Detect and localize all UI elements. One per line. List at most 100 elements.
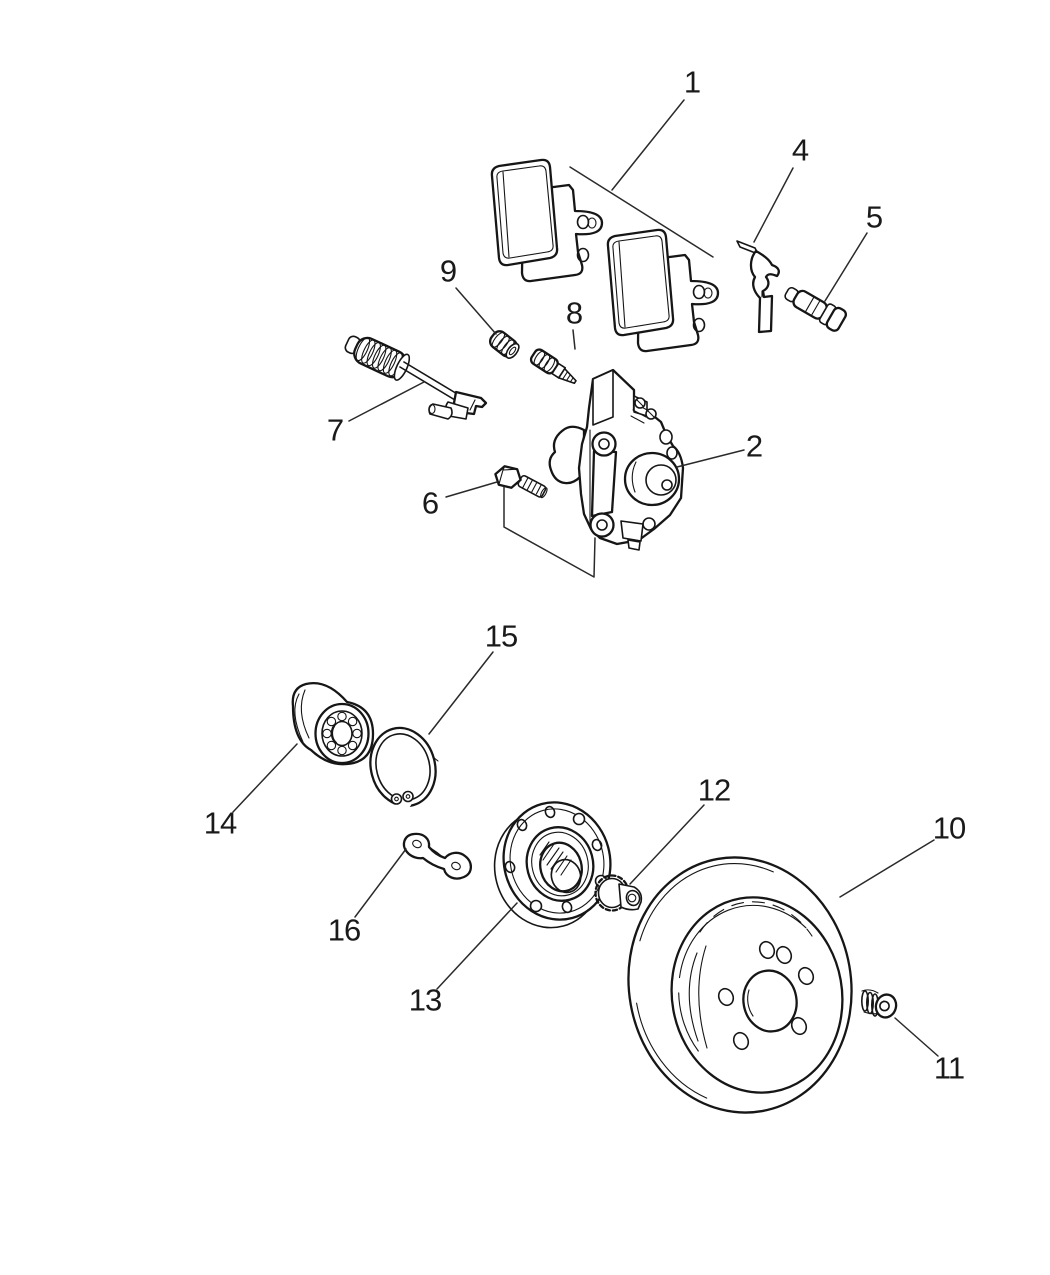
caliper-top-block xyxy=(592,369,614,426)
callout-number-13: 13 xyxy=(409,983,441,1018)
hex-facets xyxy=(498,465,518,486)
leader-line-8 xyxy=(572,329,576,350)
callout-number-5: 5 xyxy=(866,200,882,235)
callout-number-6: 6 xyxy=(422,486,438,521)
part-4-retainer-spring xyxy=(736,240,780,334)
screw-face xyxy=(874,993,898,1019)
hub-counterbore xyxy=(550,858,582,894)
pin-bore-hatch xyxy=(636,399,655,418)
part-11-set-screw xyxy=(860,989,898,1019)
callout-number-10: 10 xyxy=(933,811,966,846)
pad-friction-layer xyxy=(496,165,554,259)
hat-inner-arc xyxy=(678,992,699,1052)
bleeder-rib xyxy=(543,357,556,373)
screw-socket xyxy=(879,1000,890,1012)
leader-line-14 xyxy=(232,743,298,813)
leader-line-16 xyxy=(354,848,407,918)
cap-bore xyxy=(508,346,517,356)
rotor-lug-hole xyxy=(758,940,776,960)
leader-line-15 xyxy=(428,651,494,735)
part-10-brake-rotor xyxy=(627,856,853,1114)
leader-line-7 xyxy=(348,381,425,422)
hat-inner-arc xyxy=(678,904,807,979)
rotor-lug-hole xyxy=(717,987,735,1007)
part-14-wheel-bearing xyxy=(291,682,375,766)
sensor-stem xyxy=(403,361,460,396)
bearing-back-rim xyxy=(294,689,310,743)
leader-line-1 xyxy=(611,99,685,191)
bolt-shank xyxy=(517,474,547,498)
part-15-snap-ring xyxy=(369,726,439,810)
rotor-center-hole xyxy=(742,969,798,1033)
part-6-caliper-bolt xyxy=(494,465,548,499)
leader-line-4 xyxy=(753,167,794,243)
leader-line-9 xyxy=(455,287,497,335)
leader-line-11 xyxy=(894,1017,939,1057)
sensor-pin-end xyxy=(428,403,436,415)
bleeder-rib xyxy=(533,350,546,366)
part-7-wear-sensor xyxy=(344,335,488,420)
boss-rim-arc xyxy=(631,461,637,493)
callout-number-15: 15 xyxy=(485,619,517,654)
nut-face xyxy=(625,889,641,907)
bleeder-threads xyxy=(562,371,574,383)
rotor-rim-arc xyxy=(639,863,774,942)
rotor-lug-hole xyxy=(790,1016,808,1036)
leader-line-2 xyxy=(676,449,745,468)
clip-slot xyxy=(412,839,422,849)
rotor-lug-hole xyxy=(797,966,815,986)
caliper-bracket-bar xyxy=(590,449,618,518)
spring-body xyxy=(749,249,780,334)
caliper-piston-hole xyxy=(661,479,673,491)
caliper-left-casting xyxy=(548,425,586,485)
clip-fold xyxy=(428,846,445,859)
part-1-brake-pad-set-b xyxy=(606,228,720,353)
pad-plate-hole xyxy=(576,247,590,263)
callout-number-9: 9 xyxy=(440,254,456,289)
caliper-foot-tab xyxy=(627,539,641,551)
hat-wall-arcs xyxy=(688,945,708,1049)
bearing-bore-shade xyxy=(330,724,338,745)
clip-band xyxy=(402,832,473,880)
part-13-wheel-hub xyxy=(493,801,612,929)
callout-number-14: 14 xyxy=(204,806,237,841)
bleeder-rib xyxy=(538,353,551,369)
caliper-port xyxy=(659,429,673,445)
part-12-collar-nut xyxy=(594,874,643,912)
rotor-rim-arc xyxy=(636,1002,708,1099)
caliper-boss-small xyxy=(642,517,656,531)
center-hole-arc xyxy=(747,989,754,1017)
part-2-caliper xyxy=(548,368,685,551)
callout-number-16: 16 xyxy=(328,913,360,948)
ring-outer xyxy=(369,726,437,808)
callout-number-1: 1 xyxy=(684,65,700,100)
bearing-race xyxy=(321,710,363,757)
callout-number-4: 4 xyxy=(792,133,809,168)
ring-notch xyxy=(432,756,439,762)
callout-number-11: 11 xyxy=(934,1051,964,1086)
caliper-lower-lug xyxy=(589,512,615,538)
cap-rib xyxy=(496,335,510,352)
leader-line-10 xyxy=(839,839,935,898)
pin-bands xyxy=(805,297,821,316)
hat-dashed-arc xyxy=(699,901,813,937)
nut-socket xyxy=(627,893,637,903)
callout-number-2: 2 xyxy=(746,429,762,464)
part-16-retaining-clip xyxy=(402,832,473,880)
hub-notch xyxy=(572,812,586,826)
leader-line-6 xyxy=(445,481,498,498)
hub-bore xyxy=(539,841,583,893)
caliper-upper-lug xyxy=(591,431,617,457)
cap-rib xyxy=(491,331,506,348)
leader-line-5 xyxy=(824,232,868,302)
leader-line-12 xyxy=(629,804,705,885)
caliper-upper-lug-hole xyxy=(598,438,610,450)
part-5-guide-pin xyxy=(784,286,848,332)
part-1-brake-pad-set xyxy=(490,158,604,283)
connector-notch xyxy=(469,399,476,411)
part-8-bleeder-screw xyxy=(529,348,577,385)
leader-line-13 xyxy=(436,902,518,990)
